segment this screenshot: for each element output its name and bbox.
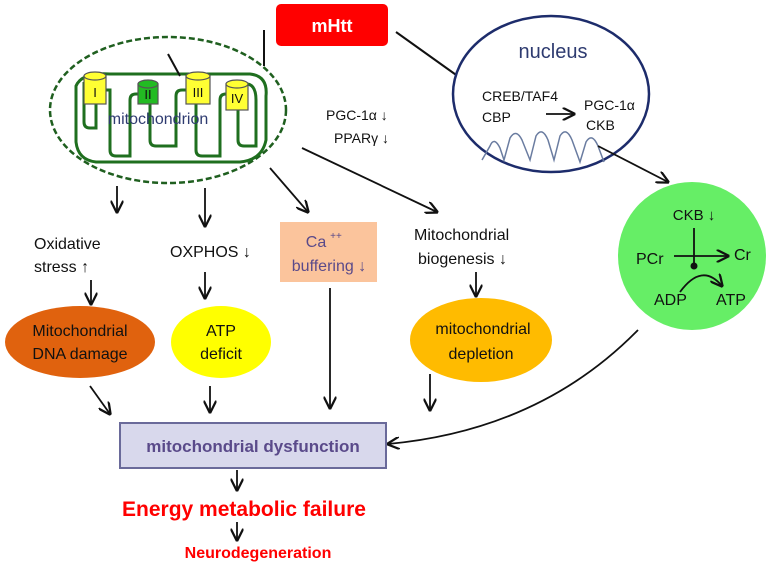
oxidative-stress-line1: Oxidative — [34, 236, 101, 253]
dysfunction-box — [119, 422, 387, 469]
depletion-ellipse — [410, 298, 552, 382]
ckb-cycle-pcr: PCr — [636, 251, 664, 268]
depletion-line1: mitochondrial — [435, 321, 530, 338]
nucleus: nucleus CREB/TAF4 CBP PGC-1α CKB — [451, 14, 651, 174]
dysfunction-label: mitochondrial dysfunction — [146, 437, 359, 456]
arrow-ckb-dysfunction — [388, 329, 639, 444]
nucleus-ckb: CKB — [586, 117, 615, 133]
mhtt-box — [276, 4, 388, 46]
ckb-cycle-node: CKB ↓ PCr Cr ADP ATP — [618, 182, 766, 330]
complex-iii-label: III — [193, 85, 204, 100]
atp-deficit-node: ATP deficit — [171, 306, 271, 378]
calcium-box — [280, 222, 377, 282]
complex-iv: IV — [225, 79, 249, 111]
dna-damage-line1: Mitochondrial — [32, 323, 127, 340]
arrow-mito-biogenesis — [301, 147, 437, 212]
atp-deficit-line1: ATP — [206, 323, 236, 340]
complex-i-label: I — [93, 85, 97, 100]
ckb-cycle-catalyst-dot — [690, 262, 698, 270]
energy-failure-label: Energy metabolic failure — [122, 498, 366, 521]
calcium-buffering-label: buffering ↓ — [292, 258, 366, 275]
atp-deficit-line2: deficit — [200, 346, 242, 363]
mitochondrion: I II III IV mitochondrion — [48, 35, 288, 185]
neurodegeneration-label: Neurodegeneration — [185, 545, 332, 562]
mitochondrion-outer-membrane — [48, 35, 288, 185]
pgc-decrease-label: PGC-1α ↓ — [326, 107, 388, 123]
complex-ii: II — [137, 79, 159, 105]
dna-damage-ellipse — [5, 306, 155, 378]
nucleus-creb: CREB/TAF4 — [482, 88, 558, 104]
nucleus-cbp: CBP — [482, 109, 511, 125]
calcium-node: Ca ++ buffering ↓ — [280, 222, 377, 282]
arrow-nucleus-ckb — [597, 145, 668, 182]
mhtt-node: mHtt — [276, 4, 388, 46]
ckb-cycle-arc-adp-atp — [679, 275, 722, 293]
dna-damage-line2: DNA damage — [32, 346, 127, 363]
nucleus-pgc: PGC-1α — [584, 97, 635, 113]
depletion-line2: depletion — [449, 346, 514, 363]
ckb-cycle-cr: Cr — [734, 247, 752, 264]
atp-deficit-ellipse — [171, 306, 271, 378]
ckb-cycle-atp: ATP — [716, 292, 746, 309]
nucleus-dna-trace — [481, 131, 605, 165]
mhtt-label: mHtt — [312, 16, 353, 36]
biogenesis-line2: biogenesis ↓ — [418, 251, 507, 268]
biogenesis-line1: Mitochondrial — [414, 227, 509, 244]
mitochondrion-label: mitochondrion — [108, 111, 209, 128]
complex-iii-top — [185, 71, 211, 81]
complex-ii-label: II — [144, 87, 151, 102]
complex-iii: III — [185, 71, 211, 105]
nucleus-label: nucleus — [519, 41, 588, 63]
complex-iv-label: IV — [231, 91, 244, 106]
ckb-cycle-ckb: CKB ↓ — [673, 207, 716, 224]
complex-i-top — [83, 71, 107, 81]
calcium-ca-label: Ca — [306, 234, 327, 251]
ppar-decrease-label: PPARγ ↓ — [334, 130, 389, 146]
complex-ii-top — [137, 79, 159, 89]
dna-damage-node: Mitochondrial DNA damage — [5, 306, 155, 378]
arrow-mito-calcium — [269, 167, 308, 212]
depletion-node: mitochondrial depletion — [410, 298, 552, 382]
oxidative-stress-line2: stress ↑ — [34, 259, 89, 276]
nucleus-membrane — [451, 14, 651, 174]
complex-inhibit-line — [167, 53, 181, 77]
arrow-dna-dysfunction — [89, 385, 110, 414]
complex-i: I — [83, 71, 107, 105]
ckb-cycle-adp: ADP — [654, 292, 687, 309]
complex-iv-top — [225, 79, 249, 89]
oxphos-label: OXPHOS ↓ — [170, 244, 251, 261]
calcium-superscript: ++ — [330, 231, 342, 242]
dysfunction-node: mitochondrial dysfunction — [119, 422, 387, 469]
